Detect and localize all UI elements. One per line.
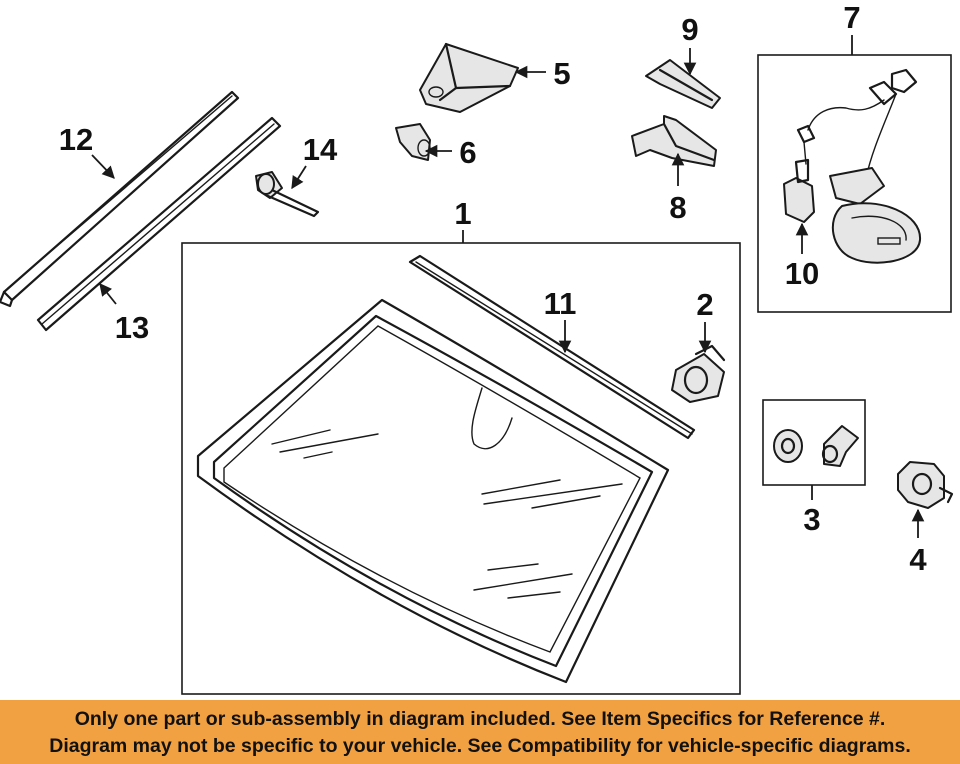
part-10-connector bbox=[783, 158, 815, 223]
part-2-ring bbox=[671, 344, 726, 403]
leader-lines bbox=[91, 35, 925, 538]
callout-14: 14 bbox=[303, 132, 338, 167]
part-7-mirror bbox=[796, 68, 922, 264]
callout-8: 8 bbox=[669, 190, 686, 225]
part-13-molding bbox=[36, 116, 282, 332]
callout-7: 7 bbox=[843, 0, 860, 35]
callout-1: 1 bbox=[454, 196, 471, 231]
part-6-bracket bbox=[395, 123, 431, 161]
part-12-molding bbox=[0, 90, 240, 308]
part-14-clip bbox=[255, 171, 320, 218]
part-8-cover bbox=[631, 115, 717, 167]
callout-9: 9 bbox=[681, 12, 698, 47]
callout-13: 13 bbox=[115, 310, 149, 345]
callout-2: 2 bbox=[696, 287, 713, 322]
callout-4: 4 bbox=[909, 542, 927, 577]
callout-10: 10 bbox=[785, 256, 819, 291]
part-9-clip bbox=[645, 59, 721, 109]
part-3-washers bbox=[773, 425, 859, 467]
part-1-windshield bbox=[196, 298, 670, 684]
part-7-box bbox=[757, 54, 952, 313]
part-11-molding bbox=[408, 254, 696, 440]
disclaimer-line-1: Only one part or sub-assembly in diagram… bbox=[74, 708, 886, 730]
part-3-box bbox=[762, 399, 866, 486]
callout-5: 5 bbox=[553, 56, 570, 91]
part-1-box bbox=[181, 242, 741, 695]
callout-12: 12 bbox=[59, 122, 93, 157]
disclaimer-line-2: Diagram may not be specific to your vehi… bbox=[49, 735, 911, 757]
callout-3: 3 bbox=[803, 502, 820, 537]
callout-11: 11 bbox=[544, 286, 577, 321]
disclaimer-banner: Only one part or sub-assembly in diagram… bbox=[0, 700, 960, 764]
part-5-housing bbox=[419, 42, 519, 113]
part-4-bracket bbox=[897, 461, 954, 509]
callout-6: 6 bbox=[459, 135, 476, 170]
